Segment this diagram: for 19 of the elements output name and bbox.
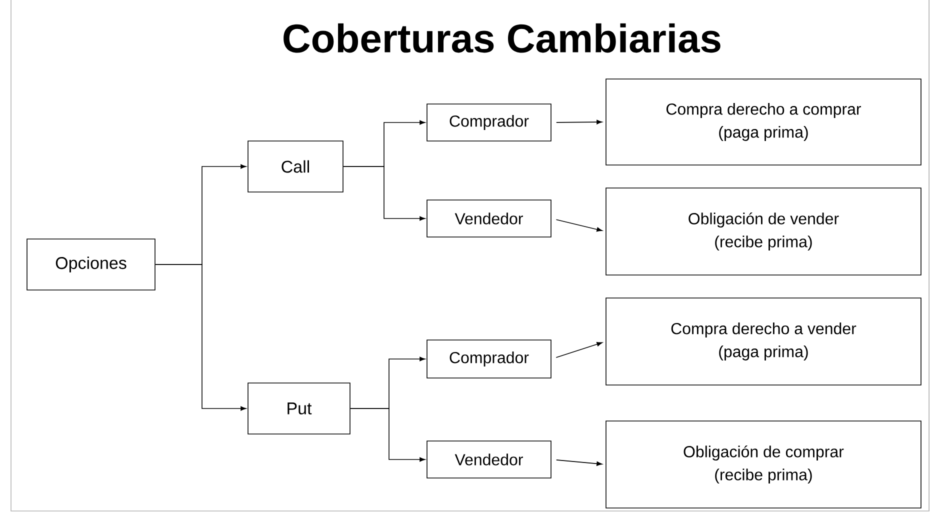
role-box: Comprador (426, 340, 552, 378)
root-box: Opciones (26, 238, 156, 290)
arrow (350, 408, 426, 462)
option-box: Put (248, 382, 350, 434)
role-box: Comprador (426, 104, 552, 142)
result-box: Obligación de vender (recibe prima) (606, 188, 922, 276)
result-box: Compra derecho a comprar (paga prima) (606, 78, 922, 166)
role-box: Vendedor (426, 440, 552, 478)
result-box: Obligación de comprar (recibe prima) (606, 420, 922, 508)
role-box: Vendedor (426, 200, 552, 238)
result-box: Compra derecho a vender (paga prima) (606, 298, 922, 386)
arrow (556, 460, 602, 466)
arrow (556, 219, 602, 232)
option-box: Call (248, 140, 344, 192)
arrow (155, 264, 246, 411)
arrow (556, 342, 602, 358)
arrow (556, 120, 602, 124)
arrow (343, 166, 426, 221)
title: Coberturas Cambiarias (284, 23, 720, 53)
